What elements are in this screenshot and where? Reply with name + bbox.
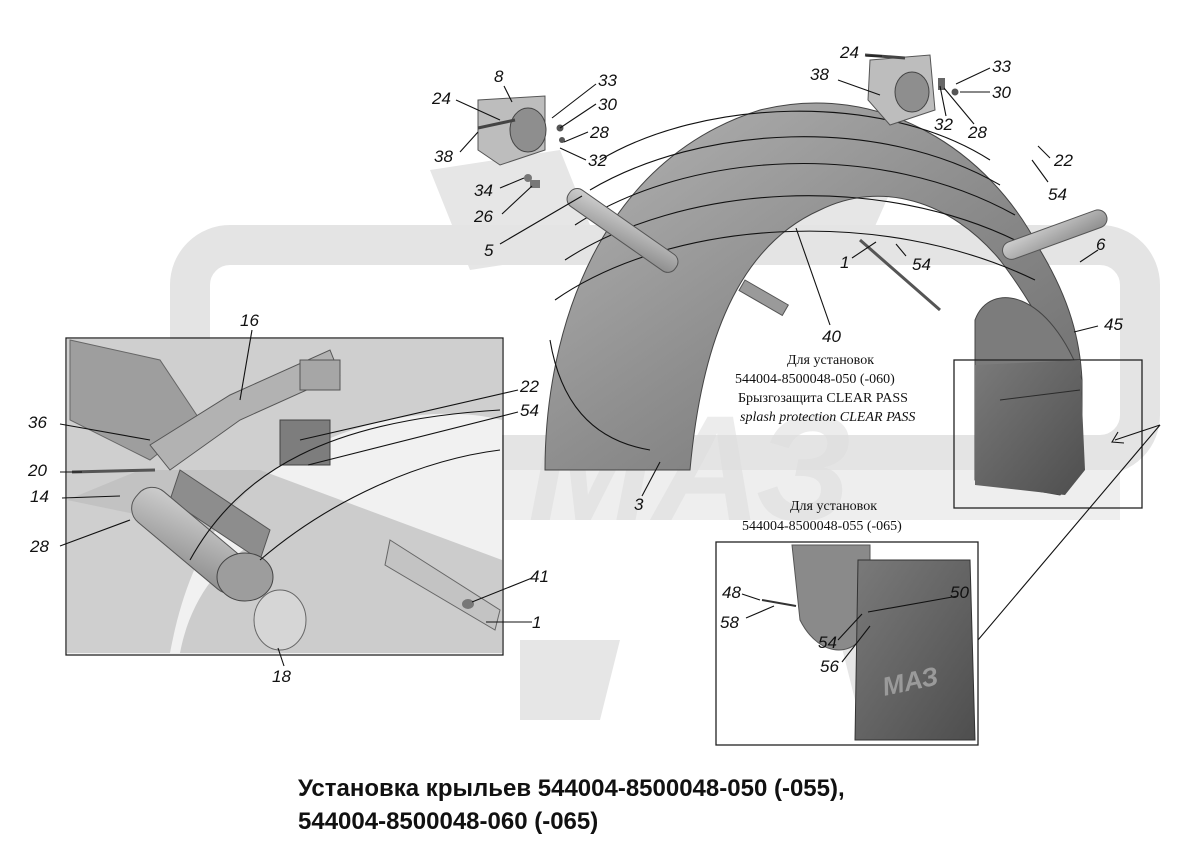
part-label-30-left: 30 [598, 95, 617, 114]
part-label-38-left: 38 [434, 147, 453, 166]
part-label-26: 26 [473, 207, 493, 226]
clear-pass-frame [953, 359, 1143, 509]
part-label-32-left: 32 [588, 151, 607, 170]
part-label-22-inset: 22 [519, 377, 539, 396]
detail-frame [65, 337, 504, 656]
part-label-5: 5 [484, 241, 494, 260]
installation-notes: Для установок 544004-8500048-050 (-060) … [735, 353, 915, 534]
part-label-54-top: 54 [1048, 185, 1067, 204]
note-clear-pass-line3: Брызгозащита CLEAR PASS [738, 391, 908, 406]
clear-pass-inset [953, 359, 1161, 641]
leader-lines [59, 55, 1099, 667]
part-label-58: 58 [720, 613, 739, 632]
note-clear-pass-line1: Для установок [787, 353, 874, 368]
part-label-1-top: 1 [840, 253, 849, 272]
part-label-40: 40 [822, 327, 841, 346]
part-label-36: 36 [28, 413, 47, 432]
part-label-1-inset: 1 [532, 613, 541, 632]
part-label-3: 3 [634, 495, 644, 514]
part-label-22-top: 22 [1053, 151, 1073, 170]
part-label-6: 6 [1096, 235, 1106, 254]
part-label-33-right: 33 [992, 57, 1011, 76]
part-label-50: 50 [950, 583, 969, 602]
mudflap-inset: МАЗ [715, 541, 979, 746]
drawing-title: Установка крыльев 544004-8500048-050 (-0… [298, 772, 845, 838]
fender-bracket [566, 188, 1108, 317]
part-label-32-right: 32 [934, 115, 953, 134]
part-label-45: 45 [1104, 315, 1123, 334]
part-label-14: 14 [30, 487, 49, 506]
note-clear-pass-line4: splash protection CLEAR PASS [740, 410, 915, 425]
part-label-54-inset: 54 [520, 401, 539, 420]
part-label-28-right: 28 [967, 123, 987, 142]
part-label-34: 34 [474, 181, 493, 200]
note-mudflap-line2: 544004-8500048-055 (-065) [742, 519, 902, 534]
part-label-24-right: 24 [839, 43, 859, 62]
note-mudflap-line1: Для установок [790, 499, 877, 514]
part-label-24-left: 24 [431, 89, 451, 108]
part-label-30-right: 30 [992, 83, 1011, 102]
drawing-title-line2: 544004-8500048-060 (-065) [298, 808, 599, 835]
part-labels: 8 24 33 30 28 32 38 34 26 5 24 38 33 30 … [27, 43, 1123, 686]
part-label-54-mid: 54 [912, 255, 931, 274]
detail-inset [65, 337, 504, 656]
part-label-8: 8 [494, 67, 504, 86]
part-label-38-right: 38 [810, 65, 829, 84]
drawing-title-line1: Установка крыльев 544004-8500048-050 (-0… [298, 775, 845, 802]
part-label-20: 20 [27, 461, 47, 480]
part-label-41: 41 [530, 567, 549, 586]
part-label-54-mudflap: 54 [818, 633, 837, 652]
part-label-28-left: 28 [589, 123, 609, 142]
part-label-48: 48 [722, 583, 741, 602]
mudflap-frame [715, 541, 979, 746]
part-label-16: 16 [240, 311, 259, 330]
bracket-assembly-right [864, 53, 959, 126]
part-label-56: 56 [820, 657, 839, 676]
note-clear-pass-line2: 544004-8500048-050 (-060) [735, 372, 895, 387]
part-label-33-left: 33 [598, 71, 617, 90]
part-label-18: 18 [272, 667, 291, 686]
part-label-28-inset: 28 [29, 537, 49, 556]
